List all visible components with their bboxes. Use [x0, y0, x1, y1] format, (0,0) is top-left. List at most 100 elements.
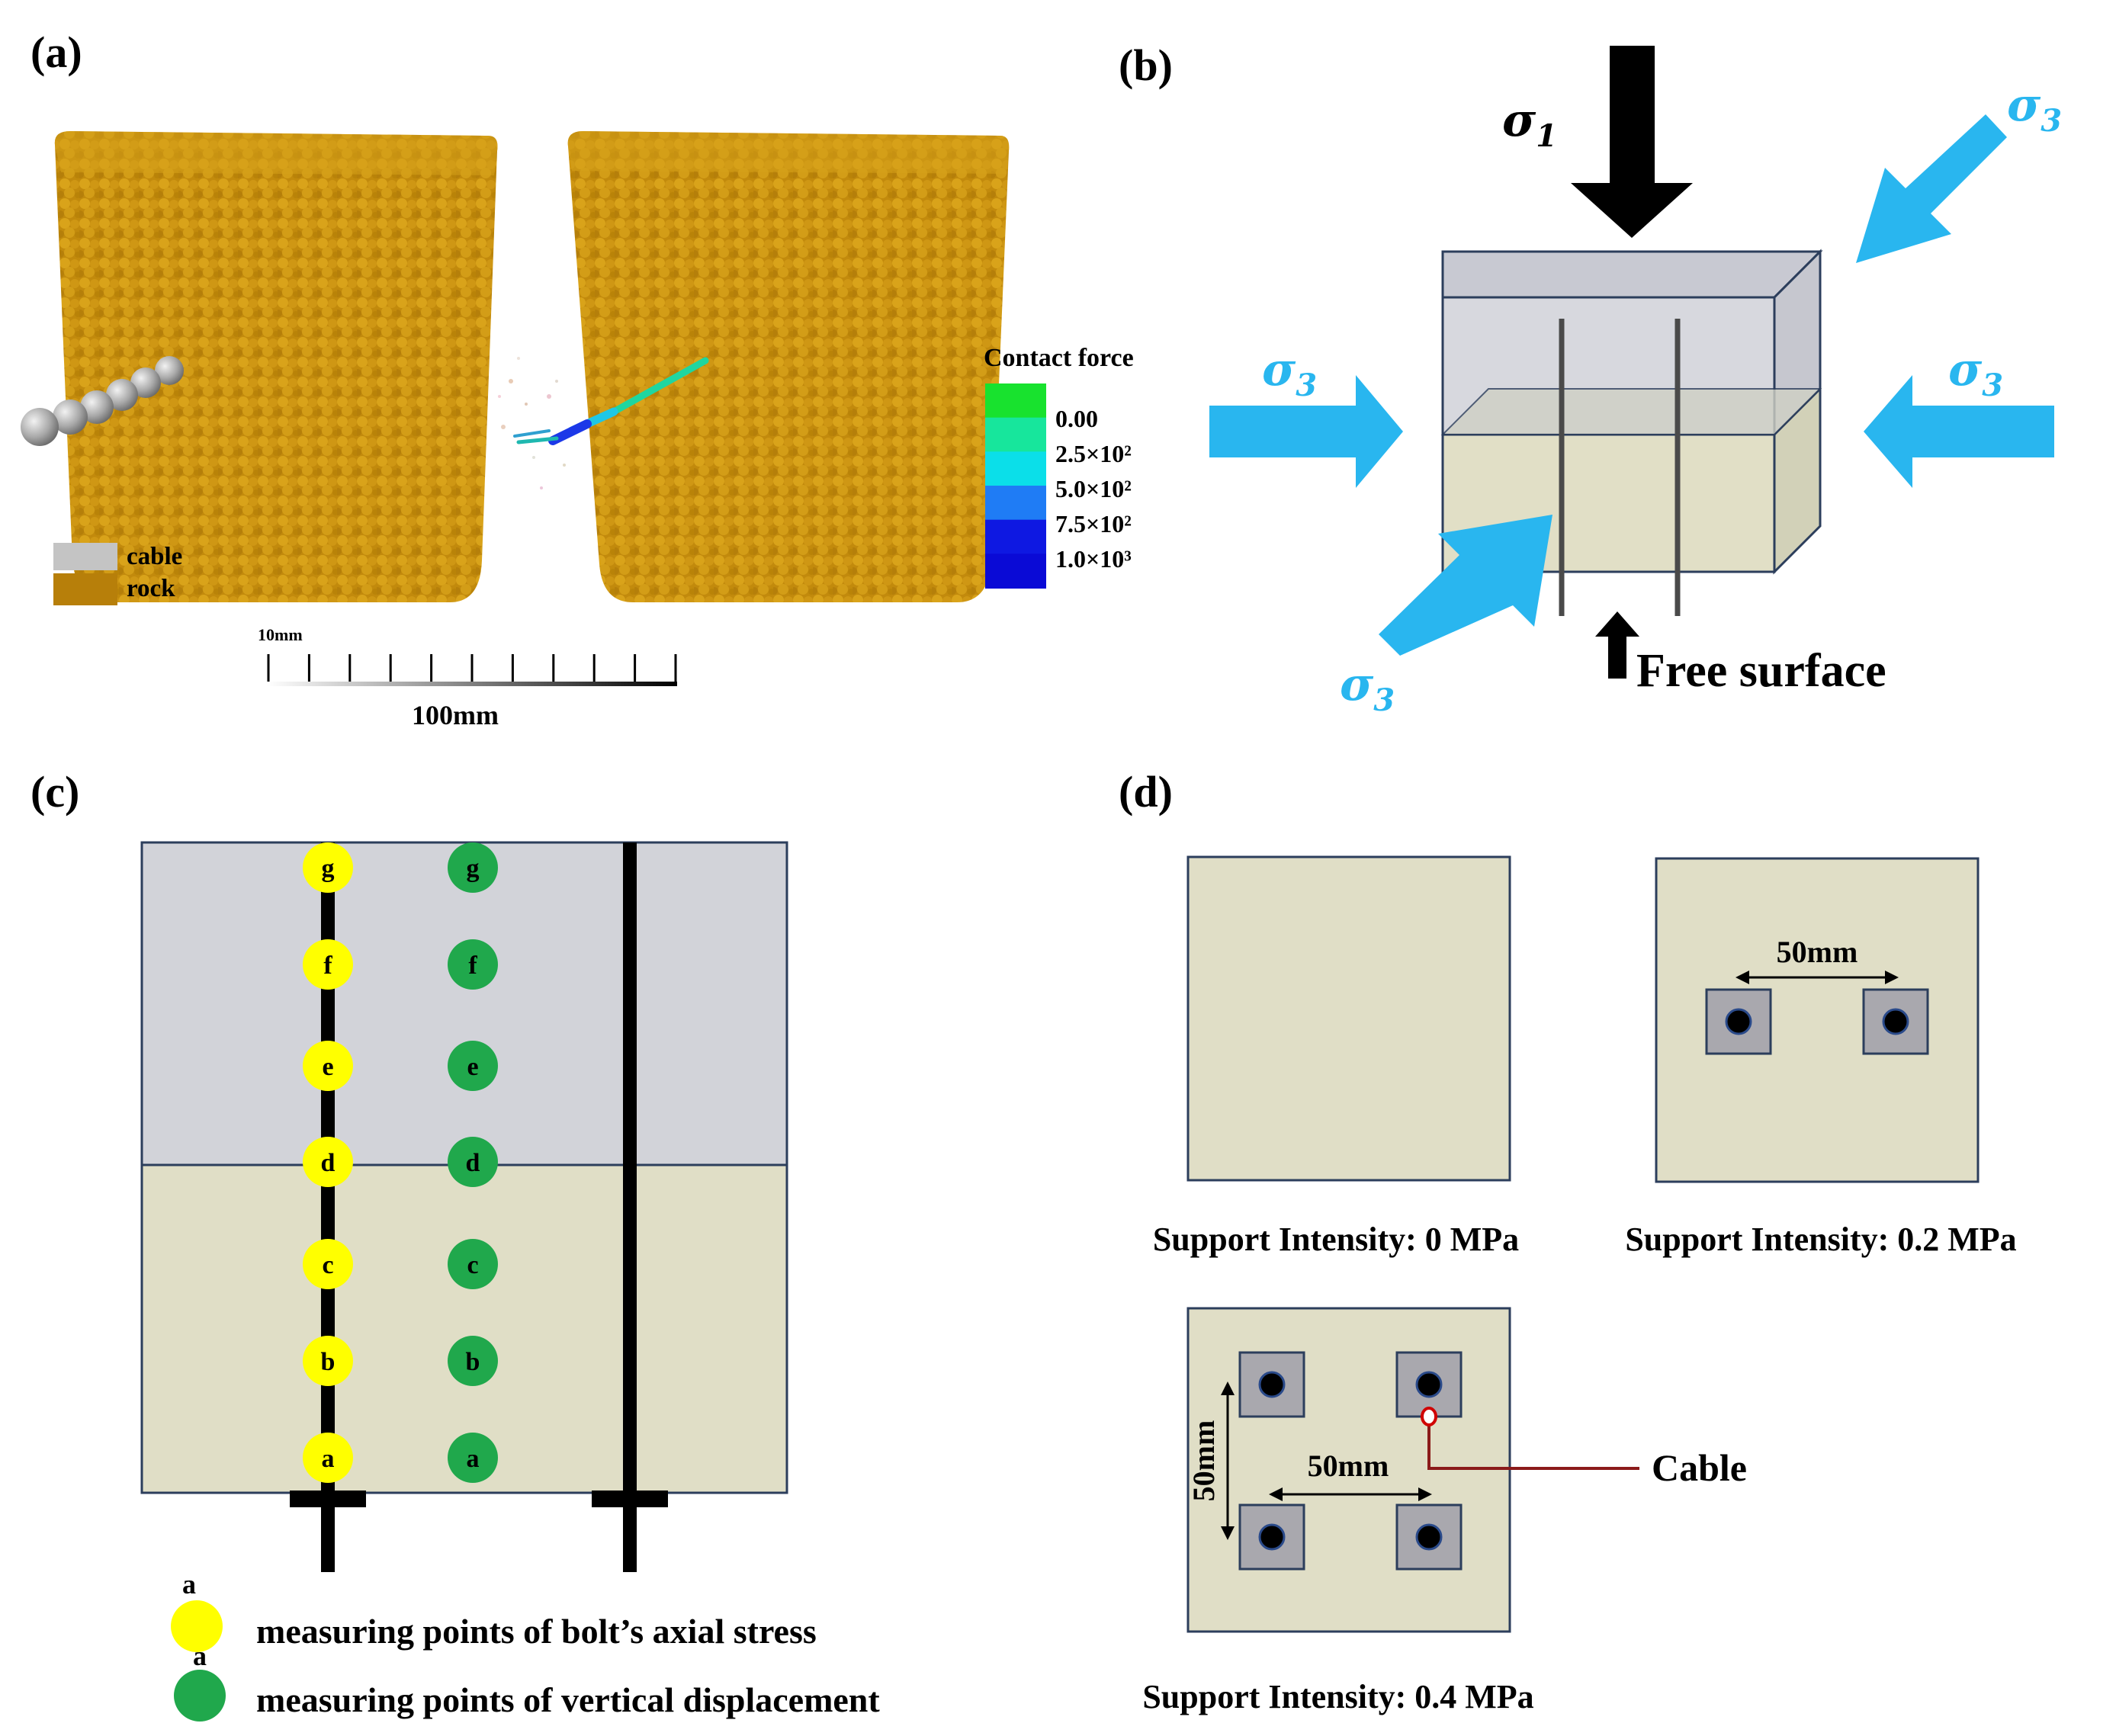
cable-label: Cable — [1652, 1446, 1747, 1489]
free-surface-arrow — [1595, 611, 1639, 679]
scale-bar-ticks — [267, 654, 677, 682]
sigma3-label-bottom-left: σ3 — [1340, 658, 1395, 718]
axial-stress-point-label: f — [323, 951, 332, 980]
bolt-plate-right — [592, 1491, 668, 1507]
axial-stress-point — [303, 1433, 353, 1483]
panel-d: (d) Support Intensity: 0 MPa 50mm Suppor… — [1119, 767, 2017, 1715]
caption-0-mpa: Support Intensity: 0 MPa — [1153, 1221, 1519, 1258]
displacement-point-label: a — [467, 1445, 480, 1473]
sigma3-arrow-top-right — [1856, 114, 2007, 263]
colorbar-tick-label: 0.00 — [1055, 405, 1098, 432]
displacement-point-label: d — [466, 1149, 480, 1177]
spacing-dimension-horizontal: 50mm — [1269, 1449, 1432, 1501]
legend-marker-letter-axial: a — [182, 1569, 196, 1600]
legend-marker-letter-displacement: a — [193, 1641, 207, 1671]
displacement-point — [448, 1137, 498, 1187]
sigma3-arrow-right — [1864, 375, 2054, 488]
legend-displacement-marker — [174, 1670, 226, 1722]
spacing-label-vertical: 50mm — [1186, 1420, 1221, 1502]
upper-rock-layer — [140, 841, 788, 1166]
spacing-label-horizontal: 50mm — [1308, 1449, 1389, 1483]
contact-force-colorbar — [985, 383, 1046, 589]
colorbar-segment — [985, 486, 1046, 521]
panel-b: (b) σ1 σ3 σ3 σ3 σ3 Free surface — [1119, 40, 2062, 718]
cable-legend-label: cable — [127, 543, 182, 570]
rock-block-right — [567, 131, 1010, 602]
displacement-point-label: f — [468, 951, 477, 980]
rock-block-left — [54, 131, 498, 602]
axial-stress-point-label: g — [322, 855, 335, 883]
scale-bar-large-label: 100mm — [412, 700, 499, 730]
cable-ball — [130, 367, 161, 398]
axial-stress-point — [303, 939, 353, 990]
contact-force-chain — [513, 357, 709, 445]
support-case-0-2 — [1655, 857, 1980, 1183]
box-top-face — [1441, 250, 1823, 299]
displacement-point-label: b — [466, 1348, 480, 1376]
free-surface-label: Free surface — [1636, 645, 1886, 697]
sigma3-arrow-bottom-left — [1379, 515, 1552, 656]
legend-axial-stress-text: measuring points of bolt’s axial stress — [256, 1612, 817, 1651]
cable-plate — [1238, 1503, 1305, 1571]
contact-force-title: Contact force — [984, 344, 1134, 372]
displacement-point — [448, 939, 498, 990]
panel-b-label: (b) — [1119, 40, 1173, 90]
displacement-point-label: e — [467, 1053, 478, 1081]
displacement-point — [448, 842, 498, 893]
axial-stress-point-label: b — [321, 1348, 336, 1376]
axial-stress-point — [303, 1239, 353, 1289]
scale-bar-line — [267, 682, 677, 686]
cable-plate — [1238, 1351, 1305, 1418]
box-interface — [1440, 388, 1822, 435]
sigma1-label: σ1 — [1502, 94, 1557, 154]
panel-c-legend: a measuring points of bolt’s axial stres… — [171, 1569, 880, 1722]
scale-bar-small-label: 10mm — [258, 625, 303, 644]
sigma3-label-right: σ3 — [1948, 343, 2003, 403]
cable-ball — [21, 408, 59, 446]
colorbar-segment — [985, 519, 1046, 555]
cable-plate — [1705, 988, 1772, 1055]
panel-a: (a) cable rock — [21, 27, 1134, 730]
axial-stress-point — [303, 842, 353, 893]
colorbar-tick-label: 1.0×10³ — [1055, 545, 1132, 573]
force-network-debris — [498, 357, 566, 489]
cable-ball — [80, 390, 114, 424]
bolt-plate-left — [290, 1491, 366, 1507]
specimen-box — [1440, 249, 1823, 616]
panel-d-label: (d) — [1119, 767, 1173, 817]
displacement-point — [448, 1041, 498, 1091]
legend-axial-stress-marker — [171, 1600, 223, 1652]
axial-stress-point — [303, 1137, 353, 1187]
axial-stress-point-label: c — [322, 1251, 333, 1279]
displacement-point — [448, 1336, 498, 1386]
rock-legend-label: rock — [127, 575, 175, 602]
cable-plate — [1862, 988, 1929, 1055]
colorbar-segment — [985, 417, 1046, 453]
axial-stress-point-label: a — [322, 1445, 335, 1473]
support-case-0 — [1186, 855, 1511, 1182]
cable-pointer: Cable — [1421, 1407, 1747, 1489]
spacing-dimension-vertical: 50mm — [1186, 1381, 1235, 1540]
spacing-dimension-0-2: 50mm — [1736, 935, 1899, 984]
displacement-point — [448, 1433, 498, 1483]
cable-plate — [1395, 1351, 1463, 1418]
colorbar-segment — [985, 554, 1046, 589]
colorbar-segment — [985, 383, 1046, 419]
axial-stress-point-label: e — [322, 1053, 333, 1081]
cable-balls — [21, 356, 184, 446]
sigma3-label-top-right: σ3 — [2007, 79, 2062, 139]
rock-swatch — [53, 573, 117, 605]
cable-ball — [155, 356, 184, 385]
caption-0-4-mpa: Support Intensity: 0.4 MPa — [1142, 1678, 1533, 1715]
cable-swatch — [53, 543, 117, 570]
legend-displacement-text: measuring points of vertical displacemen… — [256, 1680, 880, 1719]
caption-0-2-mpa: Support Intensity: 0.2 MPa — [1625, 1221, 2016, 1258]
panel-a-label: (a) — [31, 27, 82, 77]
colorbar-tick-label: 7.5×10² — [1055, 510, 1132, 537]
sigma1-arrow — [1571, 46, 1693, 238]
colorbar-tick-label: 2.5×10² — [1055, 440, 1132, 467]
displacement-point-label: g — [467, 855, 480, 883]
